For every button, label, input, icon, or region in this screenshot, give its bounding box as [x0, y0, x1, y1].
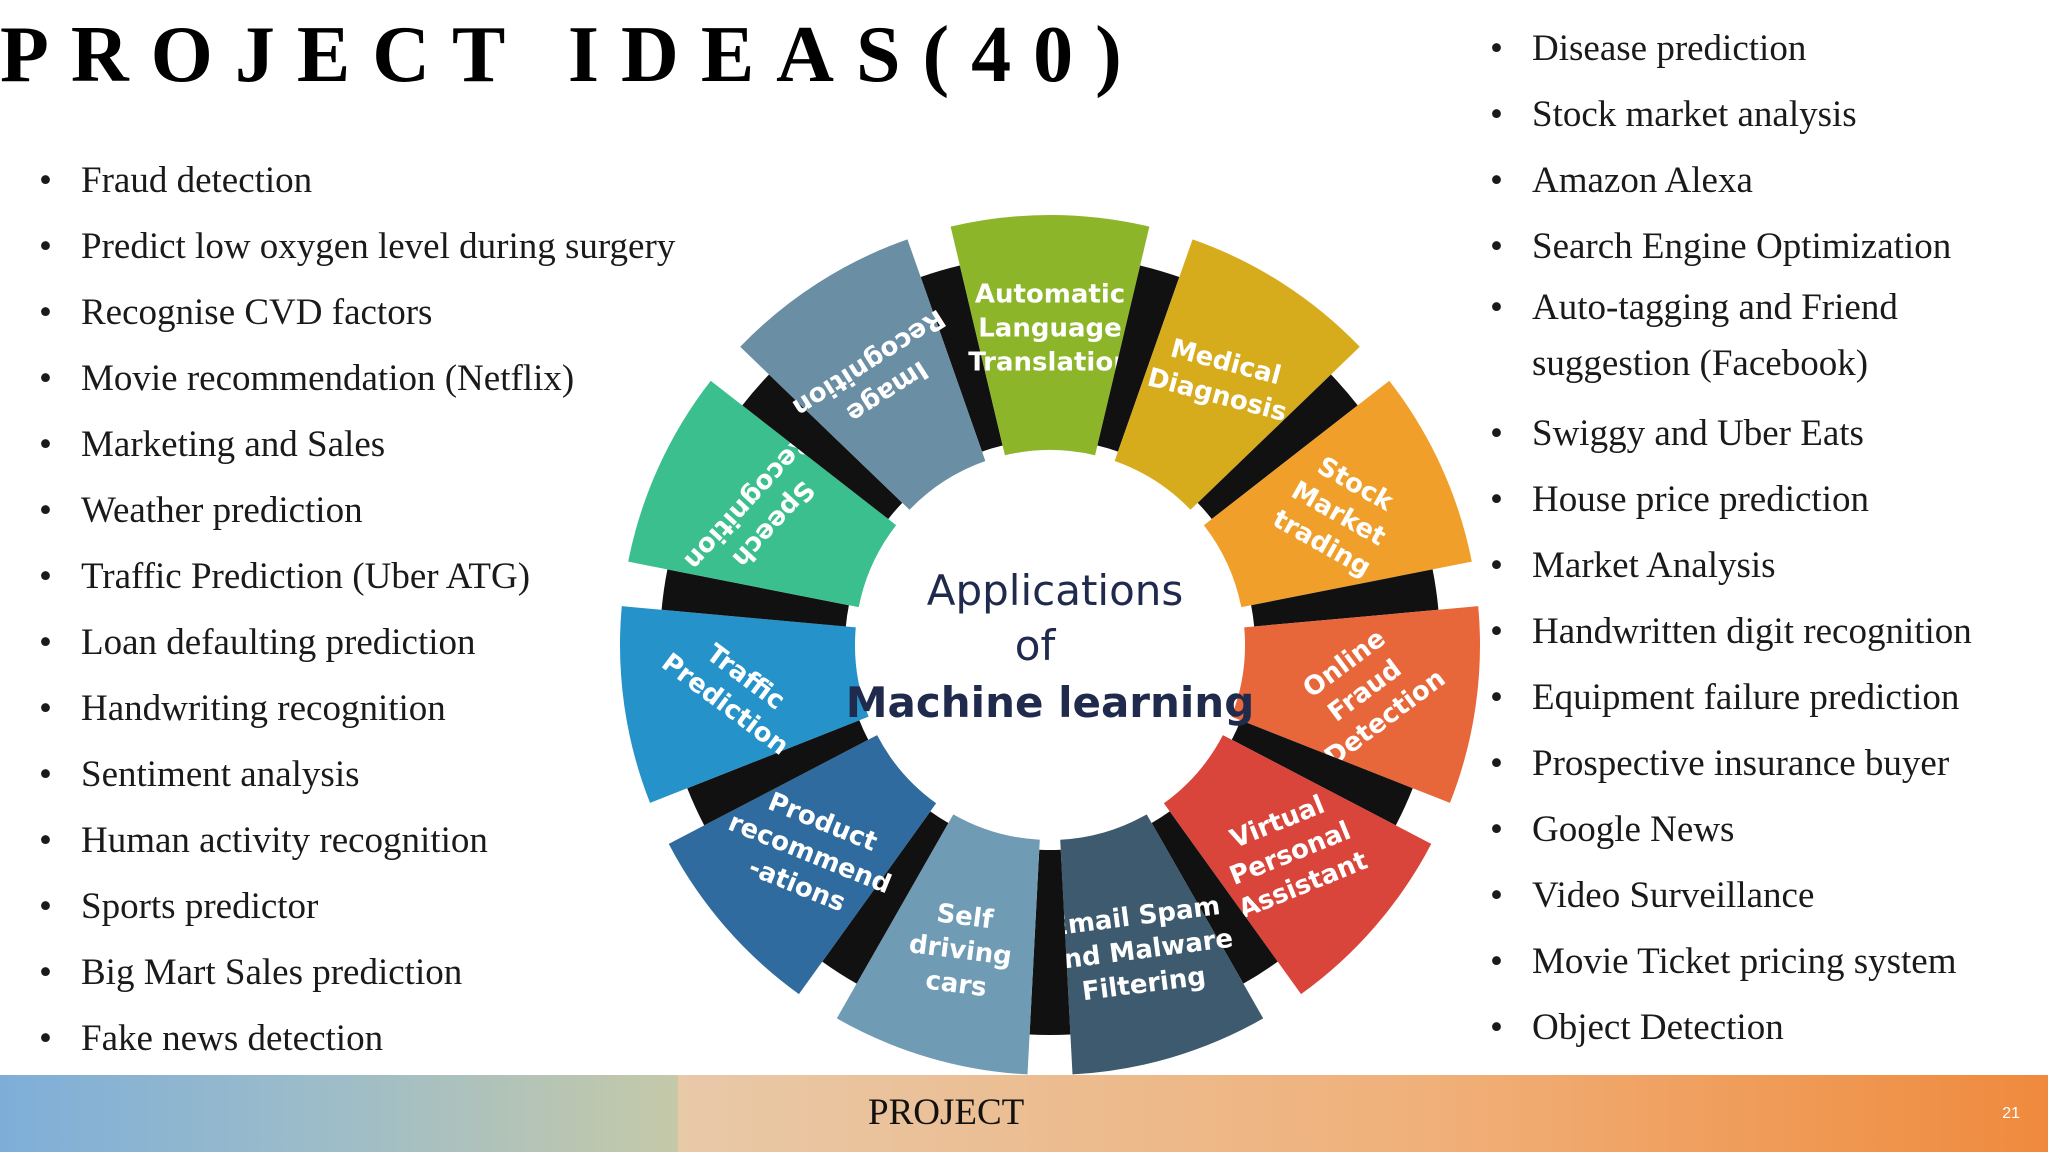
right-list-item: Object Detection [1490, 995, 1972, 1061]
left-list-item: Weather prediction [39, 478, 675, 544]
wheel-center-line-1: Applications [927, 566, 1184, 615]
page-number: 21 [2002, 1105, 2020, 1123]
left-list-item: Traffic Prediction (Uber ATG) [39, 544, 675, 610]
left-list-item: Fraud detection [39, 148, 675, 214]
footer-left-band [0, 1075, 678, 1152]
right-project-list: Disease predictionStock market analysisA… [1490, 16, 1972, 1061]
right-list-item: Google News [1490, 797, 1972, 863]
footer-label: PROJECT [868, 1091, 1024, 1134]
wheel-segment-label-line: Translation [968, 348, 1131, 378]
left-list-item: Sports predictor [39, 874, 675, 940]
wheel-segment-label-line: Automatic [975, 280, 1125, 310]
slide-title: PROJECT IDEAS(40) [0, 10, 1144, 101]
left-project-list: Fraud detectionPredict low oxygen level … [39, 148, 675, 1072]
right-list-item: Video Surveillance [1490, 863, 1972, 929]
slide-footer: PROJECT 21 [0, 1075, 2048, 1152]
right-list-item: House price prediction [1490, 467, 1972, 533]
left-list-item: Human activity recognition [39, 808, 675, 874]
right-list-item: Prospective insurance buyer [1490, 731, 1972, 797]
right-list-item: Search Engine Optimization [1490, 214, 1972, 280]
left-list-item: Marketing and Sales [39, 412, 675, 478]
left-list-item: Movie recommendation (Netflix) [39, 346, 675, 412]
left-list-item: Fake news detection [39, 1006, 675, 1072]
right-list-item: Movie Ticket pricing system [1490, 929, 1972, 995]
left-list-item: Big Mart Sales prediction [39, 940, 675, 1006]
right-list-item: Handwritten digit recognition [1490, 599, 1972, 665]
left-list-item: Predict low oxygen level during surgery [39, 214, 675, 280]
right-list-item: Auto-tagging and Friend suggestion (Face… [1490, 280, 1972, 392]
wheel-center-line-3: Machine learning [846, 678, 1255, 727]
left-list-item: Loan defaulting prediction [39, 610, 675, 676]
wheel-segment-label-line: Language [978, 314, 1122, 344]
right-list-item: Market Analysis [1490, 533, 1972, 599]
wheel-center-line-2: of [1015, 621, 1057, 670]
right-list-item: Equipment failure prediction [1490, 665, 1972, 731]
right-list-item: Stock market analysis [1490, 82, 1972, 148]
right-list-item: Swiggy and Uber Eats [1490, 401, 1972, 467]
left-list-item: Sentiment analysis [39, 742, 675, 808]
right-list-item: Amazon Alexa [1490, 148, 1972, 214]
left-list-item: Handwriting recognition [39, 676, 675, 742]
left-list-item: Recognise CVD factors [39, 280, 675, 346]
right-list-item: Disease prediction [1490, 16, 1972, 82]
